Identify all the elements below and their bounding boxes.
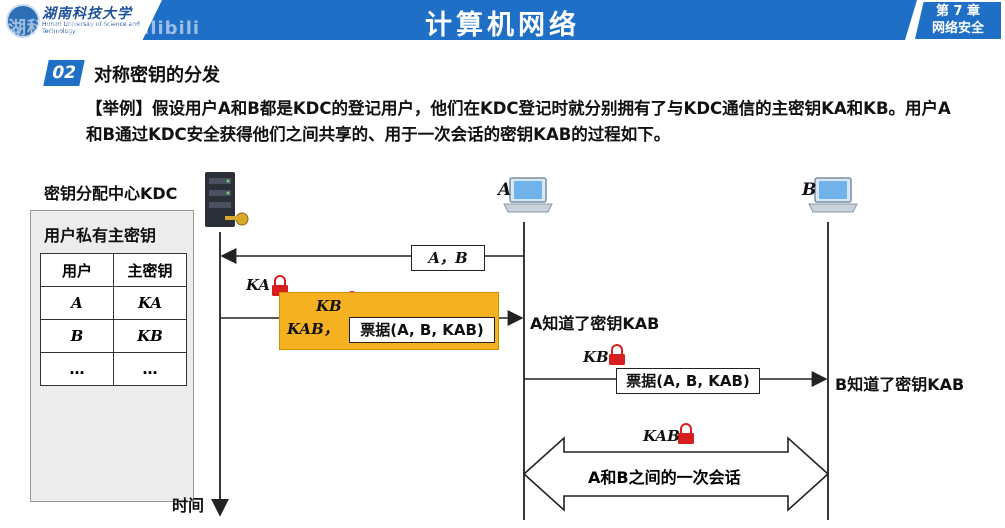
laptop-a-icon <box>503 177 553 213</box>
university-seal-icon <box>6 4 40 38</box>
laptop-b-icon <box>808 177 858 213</box>
msg1-box: A，B <box>411 245 485 271</box>
session-label: A和B之间的一次会话 <box>588 468 741 487</box>
table-header: 主密钥 <box>113 253 187 287</box>
university-logo: 湖南科技大学 Hunan University of Science and T… <box>0 0 162 40</box>
section-title: 对称密钥的分发 <box>94 65 220 86</box>
server-icon <box>205 172 235 227</box>
kdc-panel-title: 用户私有主密钥 <box>44 226 157 245</box>
table-cell: … <box>40 352 114 386</box>
msg3-key-kb: KB <box>583 348 609 366</box>
course-title: 计算机网络 <box>425 10 580 41</box>
msg2-key-ka: KA <box>246 276 271 294</box>
node-b-label: B <box>802 180 817 200</box>
lock-icon-kab <box>678 423 694 444</box>
lock-icon-kb-msg3 <box>609 344 625 365</box>
table-cell: KB <box>113 319 187 353</box>
example-paragraph: 【举例】假设用户A和B都是KDC的登记用户，他们在KDC登记时就分别拥有了与KD… <box>86 99 951 144</box>
header-bar: 湖南科技大学 Hunan University of Science and T… <box>0 0 1005 41</box>
university-name-cn: 湖南科技大学 <box>42 6 132 22</box>
node-a-label: A <box>498 180 512 200</box>
chapter-badge: 第 7 章 网络安全 <box>905 0 1005 40</box>
table-header: 用户 <box>40 253 114 287</box>
msg2-kab: KAB， <box>287 320 339 338</box>
watermark: 湖科大教书匠 bilibili <box>8 18 201 39</box>
time-label: 时间 <box>172 496 205 515</box>
b-knows-label: B知道了密钥KAB <box>835 375 965 394</box>
msg3-ticket: 票据(A, B, KAB) <box>616 368 760 394</box>
table-cell: A <box>40 286 114 320</box>
session-key: KAB <box>643 427 680 445</box>
msg2-ticket: 票据(A, B, KAB) <box>349 317 495 343</box>
table-cell: KA <box>113 286 187 320</box>
university-name-en: Hunan University of Science and Technolo… <box>42 21 140 35</box>
table-cell: … <box>113 352 187 386</box>
session-arrow <box>522 436 830 512</box>
key-icon <box>225 212 249 226</box>
a-knows-label: A知道了密钥KAB <box>530 314 660 333</box>
chapter-topic: 网络安全 <box>931 21 984 36</box>
master-key-table: 用户 主密钥 A KA B KB … … <box>40 253 187 386</box>
msg2-key-kb: KB <box>316 297 342 315</box>
table-cell: B <box>40 319 114 353</box>
chapter-number: 第 7 章 <box>935 4 981 19</box>
kdc-label: 密钥分配中心KDC <box>44 184 178 203</box>
